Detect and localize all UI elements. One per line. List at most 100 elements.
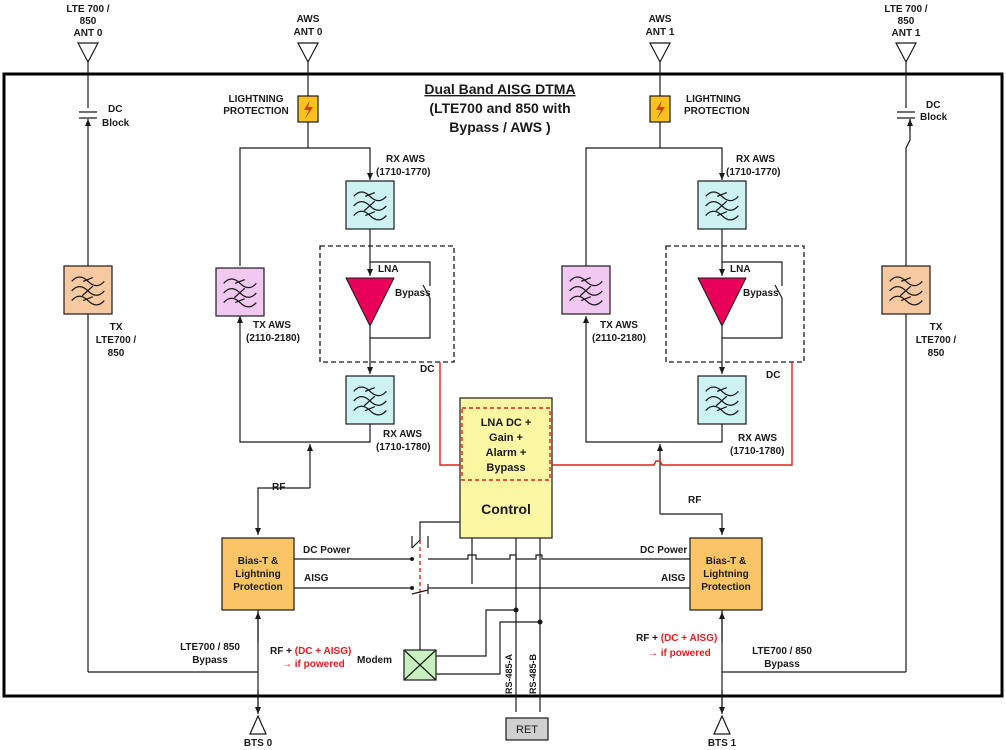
- rx-aws-bottom-left-label-2: (1710-1780): [376, 442, 430, 453]
- antenna-lte-ant1-label-1: LTE 700 /: [884, 4, 927, 15]
- bias-t-right-line-2: Lightning: [703, 569, 749, 580]
- lna-dashed-box-left: [319, 245, 455, 363]
- lightning-right-label-1: LIGHTNING: [686, 94, 741, 105]
- control-line-1: LNA DC +: [481, 417, 532, 429]
- bias-t-right-line-1: Bias-T &: [706, 556, 747, 567]
- lightning-left-label-1: LIGHTNING: [229, 94, 284, 105]
- antenna-lte-ant0-label-3: ANT 0: [74, 28, 103, 39]
- antenna-lte-ant1: LTE 700 / 850 ANT 1: [884, 4, 928, 64]
- dc-block-left-label-1: DC: [108, 104, 122, 115]
- rx-aws-top-right-label-1: RX AWS: [736, 154, 775, 165]
- bias-t-left: [221, 537, 295, 611]
- bias-t-left-line-1: Bias-T &: [238, 556, 279, 567]
- title-line-3: Bypass / AWS ): [449, 119, 550, 135]
- control-block: [459, 397, 553, 539]
- lightning-left-label-2: PROTECTION: [223, 106, 289, 117]
- switch-contact: [410, 557, 414, 561]
- bypass-switch-right: [774, 284, 783, 299]
- modem-label: Modem: [357, 655, 392, 666]
- antenna-aws-ant1-label-1: AWS: [649, 14, 672, 25]
- antenna-icon: [297, 42, 319, 64]
- bias-t-right: [689, 537, 763, 611]
- rf-dc-aisg-left: RF + (DC + AISG): [270, 646, 351, 657]
- dc-switch-blade: [411, 539, 421, 549]
- dc-aisg-red-text: (DC + AISG): [661, 633, 718, 644]
- ret-label: RET: [516, 724, 538, 736]
- lte-bypass-left-label-2: Bypass: [192, 655, 228, 666]
- control-line-3: Alarm +: [486, 447, 527, 459]
- tx-lte-left-label-1: TX: [110, 322, 123, 333]
- antenna-icon: [249, 714, 267, 735]
- tx-lte-right-label-3: 850: [928, 348, 945, 359]
- bts1-label: BTS 1: [708, 738, 737, 749]
- antenna-aws-ant0: AWS ANT 0: [294, 14, 323, 64]
- lna-amplifier-right: [697, 277, 747, 328]
- tx-aws-left-label-2: (2110-2180): [246, 333, 300, 344]
- enclosure-frame: [2, 72, 1004, 698]
- rs485a-label: RS-485-A: [504, 653, 514, 694]
- dc-power-right-label: DC Power: [640, 545, 687, 556]
- rx-aws-bottom-left-label-1: RX AWS: [383, 429, 422, 440]
- dc-block-right-label-2: Block: [920, 112, 948, 123]
- antenna-lte-ant0: LTE 700 / 850 ANT 0: [66, 4, 110, 64]
- tx-lte-left-label-3: 850: [108, 348, 125, 359]
- lte-bypass-right-label-1: LTE700 / 850: [752, 646, 812, 657]
- lna-right-label: LNA: [730, 264, 751, 275]
- tx-aws-right-label-2: (2110-2180): [592, 333, 646, 344]
- tx-lte-right-label-1: TX: [930, 322, 943, 333]
- control-line-4: Bypass: [486, 462, 525, 474]
- dc-power-left-label: DC Power: [303, 545, 350, 556]
- rx-aws-bottom-right-label-1: RX AWS: [738, 433, 777, 444]
- antenna-aws-ant1: AWS ANT 1: [646, 14, 675, 64]
- bypass-switch-left: [422, 284, 431, 299]
- lightning-icon: [656, 100, 665, 119]
- tx-lte-right-label-2: LTE700 /: [916, 335, 957, 346]
- dc-block-right-label-1: DC: [926, 100, 940, 111]
- rx-aws-top-left-label-2: (1710-1770): [376, 167, 430, 178]
- rs485b-label: RS-485-B: [528, 653, 538, 694]
- antenna-icon: [77, 42, 99, 64]
- title-line-1: Dual Band AISG DTMA: [424, 81, 575, 97]
- antenna-lte-ant0-label-1: LTE 700 /: [66, 4, 109, 15]
- rx-aws-top-right-label-2: (1710-1770): [726, 167, 780, 178]
- antenna-icon: [649, 42, 671, 64]
- rf-left-label: RF: [272, 482, 285, 493]
- tx-aws-right-label-1: TX AWS: [600, 320, 638, 331]
- antenna-icon: [895, 42, 917, 64]
- dc-block-left-label-2: Block: [102, 118, 130, 129]
- control-title: Control: [481, 501, 531, 517]
- antenna-lte-ant0-label-2: 850: [80, 16, 97, 27]
- if-powered-left: → if powered: [282, 659, 345, 670]
- aisg-switch-blade: [411, 589, 429, 595]
- lna-dashed-box-right: [665, 245, 805, 363]
- rx-aws-top-left-label-1: RX AWS: [386, 154, 425, 165]
- bts0-label: BTS 0: [244, 738, 273, 749]
- antenna-aws-ant0-label-1: AWS: [297, 14, 320, 25]
- bias-t-left-line-2: Lightning: [235, 569, 281, 580]
- bypass-right-label: Bypass: [743, 288, 779, 299]
- if-powered-right: → if powered: [648, 648, 711, 659]
- lte-bypass-left-label-1: LTE700 / 850: [180, 642, 240, 653]
- lna-control-dashed-box: [461, 407, 551, 481]
- rf-right-label: RF: [688, 495, 701, 506]
- antenna-lte-ant1-label-2: 850: [898, 16, 915, 27]
- antenna-aws-ant0-label-2: ANT 0: [294, 27, 323, 38]
- antenna-aws-ant1-label-2: ANT 1: [646, 27, 675, 38]
- title-line-2: (LTE700 and 850 with: [429, 100, 570, 116]
- lna-left-label: LNA: [378, 264, 399, 275]
- rf-plus-text: RF +: [636, 633, 661, 644]
- antenna-lte-ant1-label-3: ANT 1: [892, 28, 921, 39]
- bypass-left-label: Bypass: [395, 288, 431, 299]
- tx-lte-left-label-2: LTE700 /: [96, 335, 137, 346]
- switch-contact: [410, 586, 414, 590]
- dc-aisg-red-text: (DC + AISG): [295, 646, 352, 657]
- bias-t-right-line-3: Protection: [701, 582, 750, 593]
- dc-left-label: DC: [420, 364, 434, 375]
- rf-plus-text: RF +: [270, 646, 295, 657]
- lte-bypass-right-label-2: Bypass: [764, 659, 800, 670]
- control-line-2: Gain +: [489, 432, 523, 444]
- aisg-left-label: AISG: [304, 573, 329, 584]
- bias-t-left-line-3: Protection: [233, 582, 282, 593]
- rx-aws-bottom-right-label-2: (1710-1780): [730, 446, 784, 457]
